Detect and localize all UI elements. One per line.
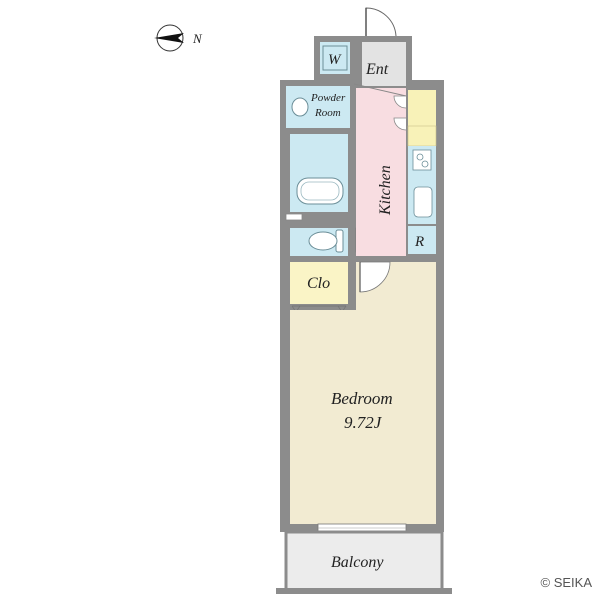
refrigerator-space (408, 226, 436, 254)
bath-window (285, 213, 303, 221)
powder-room-label-line2: Room (314, 107, 341, 119)
washer-icon (322, 45, 348, 71)
north-label: N (192, 31, 203, 46)
washer-space (320, 42, 350, 74)
washer-label: W (328, 52, 342, 68)
kitchen (356, 88, 406, 256)
sink-icon (291, 97, 309, 117)
refrigerator-label: R (414, 234, 424, 250)
kitchen-door-swing-2 (393, 117, 407, 131)
shoe-cabinet (408, 90, 436, 126)
bedroom (290, 262, 436, 524)
toilet-bowl-icon (308, 231, 338, 251)
kitchen-sink-icon (413, 186, 433, 218)
stove-burner-icon-2 (421, 160, 429, 168)
shoebox-divider (353, 83, 407, 97)
closet-label: Clo (307, 275, 330, 292)
compass: N (154, 24, 203, 52)
entrance-door-swing (365, 7, 397, 37)
copyright: © SEIKA (540, 575, 593, 590)
kitchen-door-swing-1 (393, 95, 407, 109)
stove-icon (412, 149, 432, 171)
entrance-label: Ent (365, 61, 389, 78)
balcony-rail (276, 588, 452, 594)
closet (290, 262, 348, 304)
kitchen-cabinet (407, 125, 437, 147)
bedroom-size-label: 9.72J (344, 413, 383, 432)
bathtub-inner (300, 181, 340, 201)
north-arrow-icon (154, 33, 184, 43)
balcony-label: Balcony (331, 554, 384, 571)
bathtub-icon (296, 177, 344, 205)
powder-room-label-line1: Powder (310, 92, 346, 104)
stove-burner-icon-1 (416, 153, 424, 161)
kitchen-label: Kitchen (377, 165, 394, 216)
balcony (284, 530, 444, 592)
bedroom-label: Bedroom (331, 389, 393, 408)
entrance (362, 42, 406, 86)
bedroom-door-swing (359, 261, 391, 293)
